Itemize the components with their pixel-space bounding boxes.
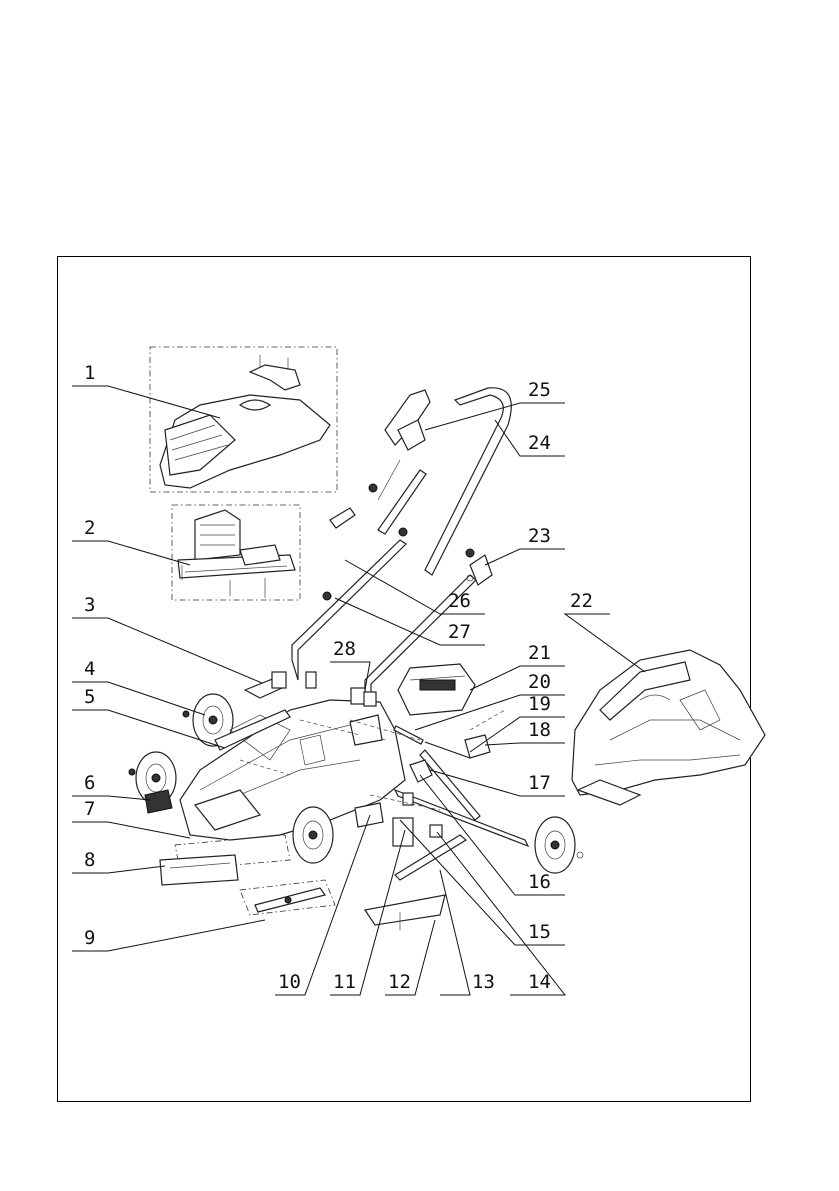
callout-12: 12 [388,971,411,993]
part-switch-cover [398,664,475,715]
part-bracket [245,672,286,698]
callout-18: 18 [528,719,551,741]
callout-21: 21 [528,642,551,664]
callout-9: 9 [84,927,95,949]
callout-24: 24 [528,432,551,454]
callout-20: 20 [528,671,551,693]
part-top-cover [150,347,337,492]
callout-14: 14 [528,971,551,993]
callout-25: 25 [528,379,551,401]
callout-23: 23 [528,525,551,547]
callout-16: 16 [528,871,551,893]
callout-7: 7 [84,798,95,820]
part-blade [240,880,335,915]
callout-5: 5 [84,686,95,708]
callout-labels: 1 2 3 4 5 6 7 8 9 10 11 12 13 14 15 16 1… [84,362,593,993]
part-switch-handle [378,390,430,500]
callout-10: 10 [278,971,301,993]
callout-13: 13 [472,971,495,993]
part-motor-assembly [172,505,300,600]
part-grass-bag [572,650,765,805]
callout-8: 8 [84,849,95,871]
part-rod-19 [425,742,470,758]
part-blade-plate [160,835,290,885]
part-wheel-front-right [293,807,333,863]
callout-22: 22 [570,590,593,612]
callout-3: 3 [84,594,95,616]
callout-26: 26 [448,590,471,612]
callout-1: 1 [84,362,95,384]
callout-4: 4 [84,658,95,680]
callout-19: 19 [528,693,551,715]
callout-28: 28 [333,638,356,660]
callout-11: 11 [333,971,356,993]
callout-27: 27 [448,621,471,643]
callout-17: 17 [528,772,551,794]
callout-6: 6 [84,772,95,794]
part-plate-10 [355,803,383,827]
callout-2: 2 [84,517,95,539]
part-lower-bracket [365,895,445,930]
part-wheel-rear-right [535,817,583,873]
callout-15: 15 [528,921,551,943]
